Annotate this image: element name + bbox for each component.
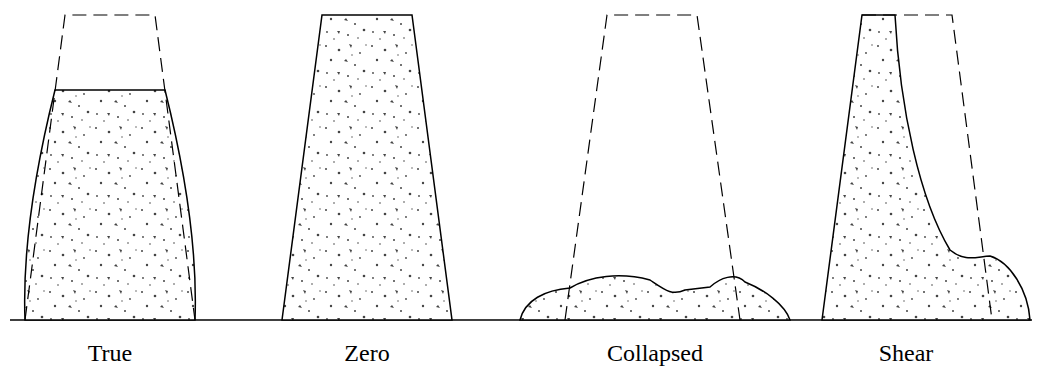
slump-label: True bbox=[88, 340, 132, 366]
slump-label: Zero bbox=[344, 340, 389, 366]
shear-slump bbox=[822, 15, 1030, 320]
collapsed-slump bbox=[520, 15, 790, 320]
zero-slump bbox=[282, 15, 452, 320]
true-slump bbox=[25, 15, 196, 320]
slump-label: Shear bbox=[879, 340, 934, 366]
slump-label: Collapsed bbox=[607, 340, 703, 366]
